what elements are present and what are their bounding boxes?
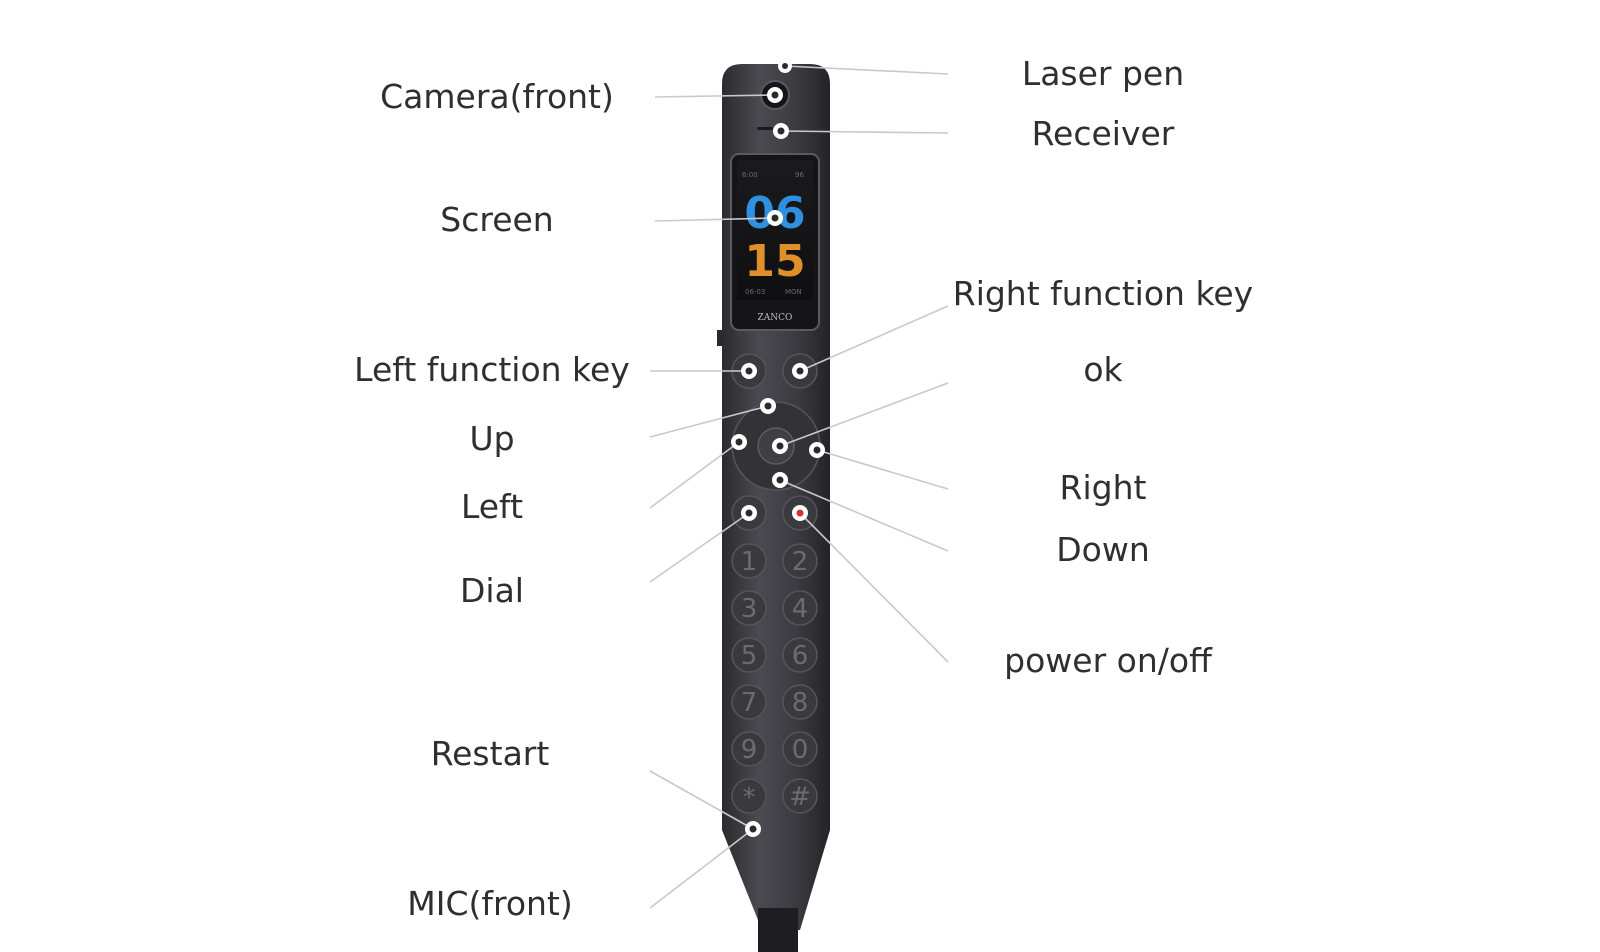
svg-text:5: 5 bbox=[741, 641, 758, 671]
leader-down bbox=[779, 479, 949, 552]
leader-right bbox=[816, 449, 949, 490]
leader-right-function bbox=[799, 305, 949, 372]
leader-screen bbox=[654, 217, 776, 222]
marker-power bbox=[792, 505, 808, 521]
screen-status-right: 96 bbox=[795, 171, 804, 179]
screen-date: 06-03 bbox=[745, 288, 765, 296]
key-6[interactable]: 6 bbox=[782, 637, 818, 673]
key-8[interactable]: 8 bbox=[782, 684, 818, 720]
label-receiver: Receiver bbox=[1032, 114, 1175, 153]
key-hash[interactable]: # bbox=[782, 778, 818, 814]
label-down: Down bbox=[1056, 530, 1150, 569]
marker-camera bbox=[767, 87, 783, 103]
screen-day: MON bbox=[785, 288, 802, 296]
marker-left bbox=[731, 434, 747, 450]
key-4[interactable]: 4 bbox=[782, 590, 818, 626]
leader-dial bbox=[649, 512, 750, 583]
key-3[interactable]: 3 bbox=[731, 590, 767, 626]
label-laser-pen: Laser pen bbox=[1022, 54, 1184, 93]
label-right-function-key: Right function key bbox=[953, 274, 1253, 313]
label-screen: Screen bbox=[440, 200, 553, 239]
marker-right bbox=[809, 442, 825, 458]
right-labels: Laser pen Receiver Right function key ok… bbox=[953, 54, 1253, 680]
key-5[interactable]: 5 bbox=[731, 637, 767, 673]
marker-right-function bbox=[792, 363, 808, 379]
marker-up bbox=[760, 398, 776, 414]
device-screen: 6:00 96 06 15 06-03 MON ZANCO bbox=[730, 153, 820, 331]
key-9[interactable]: 9 bbox=[731, 731, 767, 767]
svg-text:3: 3 bbox=[741, 594, 758, 624]
svg-text:1: 1 bbox=[741, 547, 758, 577]
brand-logo: ZANCO bbox=[758, 313, 793, 323]
marker-receiver bbox=[773, 123, 789, 139]
marker-laser bbox=[778, 59, 792, 73]
svg-text:6: 6 bbox=[792, 641, 809, 671]
leader-receiver bbox=[780, 130, 949, 134]
svg-text:0: 0 bbox=[792, 735, 809, 765]
key-7[interactable]: 7 bbox=[731, 684, 767, 720]
label-left: Left bbox=[461, 487, 523, 526]
callout-markers bbox=[731, 59, 825, 837]
leader-left bbox=[649, 441, 740, 509]
marker-mic bbox=[745, 821, 761, 837]
key-0[interactable]: 0 bbox=[782, 731, 818, 767]
screen-time-minutes: 15 bbox=[744, 236, 805, 287]
screen-status-left: 6:00 bbox=[742, 171, 758, 179]
key-1[interactable]: 1 bbox=[731, 543, 767, 579]
keypad: 1 2 3 4 5 6 7 8 9 0 * # bbox=[731, 543, 818, 814]
left-labels: Camera(front) Screen Left function key U… bbox=[354, 77, 630, 923]
key-star[interactable]: * bbox=[731, 778, 767, 814]
svg-text:9: 9 bbox=[741, 735, 758, 765]
marker-ok bbox=[772, 438, 788, 454]
marker-left-function bbox=[741, 363, 757, 379]
label-power-on-off: power on/off bbox=[1004, 641, 1213, 680]
leader-lines bbox=[649, 65, 949, 909]
svg-text:7: 7 bbox=[741, 688, 758, 718]
leader-laser bbox=[784, 65, 949, 75]
label-left-function-key: Left function key bbox=[354, 350, 630, 389]
leader-mic bbox=[649, 828, 754, 909]
label-right: Right bbox=[1060, 468, 1147, 507]
label-ok: ok bbox=[1083, 350, 1123, 389]
label-up: Up bbox=[469, 419, 514, 458]
receiver-slot bbox=[757, 127, 773, 130]
side-button bbox=[717, 330, 722, 346]
leader-ok bbox=[779, 382, 949, 447]
key-2[interactable]: 2 bbox=[782, 543, 818, 579]
marker-dial bbox=[741, 505, 757, 521]
svg-text:#: # bbox=[789, 782, 811, 812]
svg-text:4: 4 bbox=[792, 594, 809, 624]
label-dial: Dial bbox=[460, 571, 524, 610]
svg-text:2: 2 bbox=[792, 547, 809, 577]
marker-screen bbox=[767, 210, 783, 226]
leader-up bbox=[649, 405, 769, 438]
svg-text:8: 8 bbox=[792, 688, 809, 718]
svg-text:*: * bbox=[743, 783, 756, 813]
leader-power bbox=[799, 512, 949, 663]
label-camera-front: Camera(front) bbox=[380, 77, 614, 116]
leader-camera bbox=[654, 94, 776, 98]
label-mic-front: MIC(front) bbox=[407, 884, 573, 923]
label-restart: Restart bbox=[431, 734, 550, 773]
leader-restart bbox=[649, 770, 754, 830]
marker-down bbox=[772, 472, 788, 488]
